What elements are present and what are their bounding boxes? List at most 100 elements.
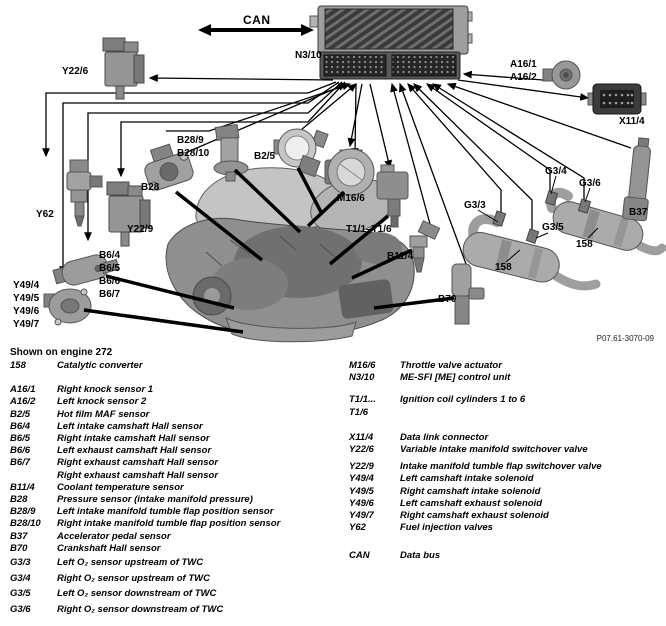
maf-sensor-b2-5 xyxy=(273,128,329,178)
can-bus-arrow xyxy=(198,24,314,36)
label-y49-group: Y49/4 Y49/5 Y49/6 Y49/7 xyxy=(13,280,40,330)
label-158-left: 158 xyxy=(495,262,512,273)
legend-key: B6/6 xyxy=(10,445,31,457)
legend-title: Shown on engine 272 xyxy=(10,347,113,358)
legend-key: T1/6 xyxy=(349,406,369,418)
legend-key: 158 xyxy=(10,360,26,371)
legend-key: Y49/4 xyxy=(349,473,374,485)
legend-key: B37 xyxy=(10,530,28,542)
legend-description: Right O₂ sensor downstream of TWC xyxy=(57,603,224,615)
legend-description: Left camshaft intake solenoid xyxy=(400,473,534,485)
legend-key: B2/5 xyxy=(10,408,31,420)
legend-row: Y22/9 Intake manifold tumble flap switcho… xyxy=(349,461,661,473)
legend-row: B6/6 Left exhaust camshaft Hall sensor xyxy=(10,445,342,457)
legend-description: Right O₂ sensor upstream of TWC xyxy=(57,572,210,584)
legend-description: Left O₂ sensor downstream of TWC xyxy=(57,588,217,600)
ignition-coil-t1 xyxy=(376,164,409,228)
crankshaft-sensor-b70 xyxy=(451,263,485,325)
legend-key: N3/10 xyxy=(349,372,375,384)
legend-row: M16/6 Throttle valve actuator xyxy=(349,360,661,372)
label-m16-6: M16/6 xyxy=(337,193,365,204)
coolant-temp-sensor-b11-4 xyxy=(409,220,441,273)
legend-description: Left knock sensor 2 xyxy=(57,396,147,408)
legend-description: Right exhaust camshaft Hall sensor xyxy=(57,457,219,469)
legend-description: Crankshaft Hall sensor xyxy=(57,542,161,554)
label-g3-5: G3/5 xyxy=(542,222,564,233)
label-x11-4: X11/4 xyxy=(619,116,645,127)
legend-description: Accelerator pedal sensor xyxy=(57,530,171,542)
label-g3-4: G3/4 xyxy=(545,166,567,177)
legend-row: T1/1...Ignition coil cylinders 1 to 6 xyxy=(349,394,661,406)
legend-key: Y22/9 xyxy=(349,461,374,473)
legend-key: A16/1 xyxy=(10,384,36,396)
label-b2-5: B2/5 xyxy=(254,151,276,162)
legend-description: Data bus xyxy=(400,550,441,562)
legend-key: G3/6 xyxy=(10,603,31,615)
legend-description: Left O₂ sensor upstream of TWC xyxy=(57,557,204,569)
o2-sensor-g3-3 xyxy=(492,210,507,227)
legend-row: Right exhaust camshaft Hall sensor xyxy=(10,470,342,482)
label-b11-4: B11/4 xyxy=(387,251,414,262)
legend-description: Left exhaust camshaft Hall sensor xyxy=(57,445,212,457)
legend-key: Y49/5 xyxy=(349,485,374,497)
legend-row: B37 Accelerator pedal sensor xyxy=(10,531,342,543)
legend-key: T1/1... xyxy=(349,394,376,406)
legend-row: B6/4 Left intake camshaft Hall sensor xyxy=(10,421,342,433)
label-b37: B37 xyxy=(629,207,648,218)
legend-key: B6/5 xyxy=(10,433,31,445)
legend-key: Y22/6 xyxy=(349,444,374,456)
label-b28: B28 xyxy=(141,182,160,193)
legend-key: B6/4 xyxy=(10,420,31,432)
throttle-actuator-m16-6 xyxy=(324,148,375,196)
legend-description: Right camshaft intake solenoid xyxy=(400,485,541,497)
legend-key: G3/5 xyxy=(10,588,31,600)
legend-key: X11/4 xyxy=(349,431,374,443)
diagram-illustration xyxy=(42,5,666,343)
legend-description: Coolant temperature sensor xyxy=(57,481,184,493)
legend-description: Variable intake manifold switchover valv… xyxy=(400,444,588,456)
legend-description: Left camshaft exhaust solenoid xyxy=(400,497,543,509)
legend-key: M16/6 xyxy=(349,360,376,371)
label-n3-10: N3/10 xyxy=(295,50,322,61)
legend-description: ME-SFI [ME] control unit xyxy=(400,372,511,384)
legend-row: Y49/5 Right camshaft intake solenoid xyxy=(349,486,661,498)
valve-y22-6 xyxy=(102,37,145,100)
legend-description: Right knock sensor 1 xyxy=(57,384,154,396)
legend-description: Left intake manifold tumble flap positio… xyxy=(57,506,274,518)
label-158-right: 158 xyxy=(576,239,593,250)
label-y22-9: Y22/9 xyxy=(127,224,154,235)
legend-description: Right intake camshaft Hall sensor xyxy=(57,433,210,445)
legend-row: B2/5 Hot film MAF sensor xyxy=(10,409,342,421)
label-b6-group: B6/4 B6/5 B6/6 B6/7 xyxy=(99,250,121,300)
drawing-reference-number: P07.61-3070-09 xyxy=(596,334,654,343)
legend-description: Throttle valve actuator xyxy=(400,360,502,371)
legend-description: Left intake camshaft Hall sensor xyxy=(57,420,203,432)
camshaft-sensor-b6 xyxy=(52,254,120,286)
legend-row: T1/6 xyxy=(349,407,661,419)
legend-key: B28/9 xyxy=(10,506,36,518)
control-unit-illustration xyxy=(309,5,473,80)
knock-sensor-a16 xyxy=(542,60,581,90)
label-b70: B70 xyxy=(438,294,457,305)
legend-description: Intake manifold tumble flap switchover v… xyxy=(400,461,602,473)
legend-description: Hot film MAF sensor xyxy=(57,408,150,420)
legend-description: Right intake manifold tumble flap positi… xyxy=(57,518,281,530)
legend-key: Y62 xyxy=(349,522,366,534)
flap-position-sensor xyxy=(213,123,249,182)
label-a16-group: A16/1 A16/2 xyxy=(510,59,537,83)
legend-key: G3/3 xyxy=(10,557,31,569)
label-y22-6: Y22/6 xyxy=(62,66,89,77)
